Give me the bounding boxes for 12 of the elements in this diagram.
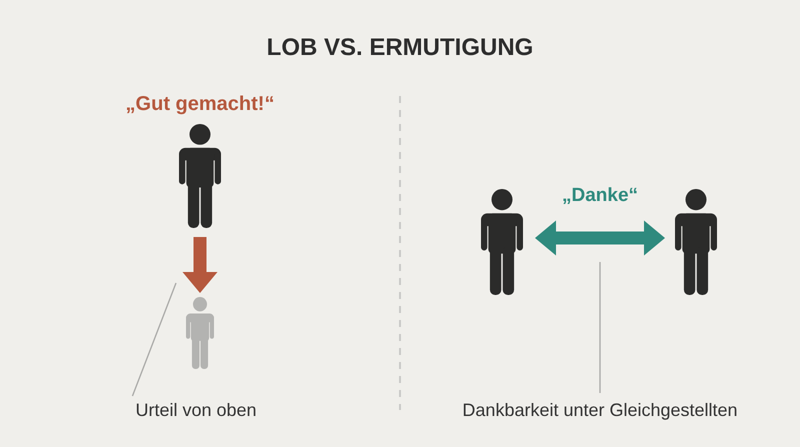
double-arrow xyxy=(535,220,665,256)
person-icon xyxy=(186,297,214,369)
leader-line xyxy=(132,282,177,396)
leader-line xyxy=(599,262,601,393)
person-icon xyxy=(179,124,221,228)
caption-text: Urteil von oben xyxy=(135,399,257,421)
person-icon xyxy=(481,189,523,295)
title-text: LOB VS. ERMUTIGUNG xyxy=(266,34,534,62)
speech-text: „Gut gemacht!“ xyxy=(126,92,274,116)
caption-text: Dankbarkeit unter Gleichgestellten xyxy=(462,399,738,421)
arrow xyxy=(182,237,218,293)
person-icon xyxy=(675,189,717,295)
